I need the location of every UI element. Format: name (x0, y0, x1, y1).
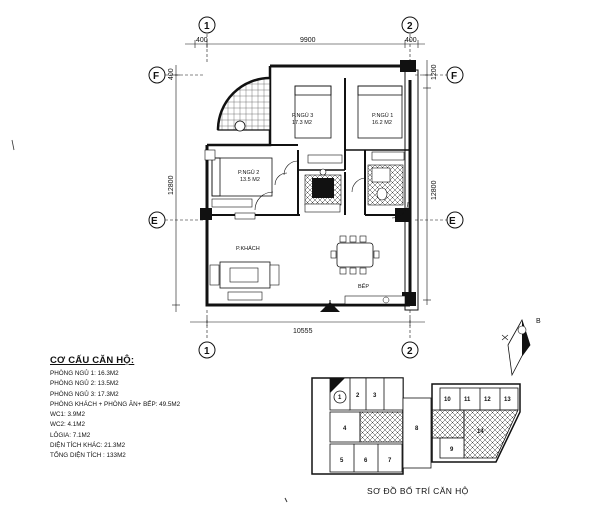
axis-label-f-right: F (451, 71, 457, 82)
armchair-right (269, 264, 280, 286)
axis-label-e-right: E (449, 216, 456, 227)
bathtub-icon (304, 203, 341, 213)
toilet-icon-2 (376, 187, 388, 201)
bed-bedroom-3 (294, 85, 332, 139)
key-unit-5: 5 (340, 458, 344, 464)
key-unit-2: 2 (356, 393, 360, 399)
room-area-bedroom-2: 13.5 M2 (240, 177, 260, 183)
dim-top-total: 9900 (300, 37, 316, 44)
legend-item: PHÒNG NGỦ 2: 13.5M2 (50, 380, 119, 388)
wardrobe-bedroom-3 (307, 154, 343, 164)
coffee-table (229, 267, 259, 283)
key-unit-6: 6 (364, 458, 368, 464)
key-unit-1: 1 (338, 395, 342, 401)
room-area-bedroom-3: 17.3 M2 (292, 120, 312, 126)
wardrobe-bedroom-1 (371, 151, 405, 161)
sofa (219, 261, 271, 289)
bedroom-2 (204, 149, 288, 220)
column-e1 (200, 208, 212, 220)
legend-item: PHÒNG NGỦ 1: 16.3M2 (50, 370, 119, 377)
key-unit-7: 7 (388, 458, 392, 464)
legend-item: PHÒNG KHÁCH + PHÒNG ĂN+ BẾP: 49.5M2 (50, 400, 181, 408)
axis-bubbles (148, 16, 464, 359)
logia-plant-icon (234, 120, 246, 132)
wc-1 (304, 168, 342, 213)
living-room (209, 235, 406, 312)
entrance-arrow-icon (320, 302, 340, 312)
shower-icon (371, 167, 391, 183)
dim-right-height: 12800 (431, 180, 438, 200)
room-name-kitchen: BẾP (358, 283, 369, 290)
legend-item: DIỆN TÍCH KHÁC: 21.3M2 (50, 442, 126, 450)
key-unit-8: 8 (415, 426, 419, 432)
scan-mark (11, 139, 15, 151)
corner-column (400, 60, 416, 72)
toilet-icon (319, 168, 327, 176)
room-name-living: P.KHÁCH (236, 245, 260, 252)
nightstand-icon (204, 149, 216, 161)
column-e2 (395, 208, 409, 222)
dim-top-right: 400 (405, 37, 417, 44)
dim-bottom-total: 10555 (293, 328, 313, 335)
key-unit-9: 9 (450, 447, 454, 453)
compass-icon (501, 319, 531, 377)
legend-item: WC1: 3.9M2 (50, 411, 85, 419)
room-name-bedroom-2: P.NGỦ 2 (238, 169, 259, 176)
column-bottom-right (402, 292, 416, 306)
legend-item: LÔGIA: 7.1M2 (50, 431, 91, 439)
legend-item: WC2: 4.1M2 (50, 421, 85, 429)
room-area-bedroom-1: 16.2 M2 (372, 120, 392, 126)
wc-2 (351, 164, 404, 206)
key-plan (311, 377, 521, 475)
bed-bedroom-2 (211, 157, 273, 197)
dim-top-left: 400 (196, 37, 208, 44)
key-unit-10: 10 (444, 397, 451, 403)
door-swing-icon (254, 191, 274, 211)
axis-label-2-top: 2 (407, 21, 413, 32)
apartment-area-legend: CƠ CẤU CĂN HỘ: PHÒNG NGỦ 1: 16.3M2 PHÒNG… (50, 355, 270, 462)
legend-item: PHÒNG NGỦ 3: 17.3M2 (50, 390, 119, 398)
tv-cabinet (227, 291, 263, 301)
key-unit-14: 14 (477, 429, 484, 435)
armchair-left (209, 264, 220, 286)
room-name-bedroom-1: P.NGỦ 1 (372, 112, 393, 119)
dining-table (336, 242, 374, 268)
shower-tray-icon (312, 178, 334, 198)
wardrobe-bedroom-2 (211, 198, 253, 208)
key-unit-12: 12 (484, 397, 491, 403)
key-unit-labels: 1 2 3 4 5 6 7 8 9 10 11 12 13 14 (338, 393, 511, 464)
dim-right-upper: 1200 (431, 64, 438, 80)
compass-north-label: B (536, 318, 541, 325)
legend-item: TỔNG DIỆN TÍCH : 133M2 (50, 452, 126, 460)
bedroom-3 (283, 85, 343, 176)
dim-left-height: 12800 (168, 175, 175, 195)
room-name-bedroom-3: P.NGỦ 3 (292, 112, 313, 119)
key-plan-caption: SƠ ĐỒ BỐ TRÍ CĂN HỘ (367, 486, 469, 496)
scan-mark-bottom (284, 497, 288, 503)
axis-label-1-top: 1 (204, 21, 210, 32)
axis-label-f-left: F (153, 71, 159, 82)
legend-title: CƠ CẤU CĂN HỘ: (50, 355, 135, 366)
key-unit-11: 11 (464, 397, 471, 403)
key-unit-3: 3 (373, 393, 377, 399)
logia-curved-rail (216, 76, 271, 131)
stove-icon (382, 296, 390, 304)
axis-label-e-left: E (151, 216, 158, 227)
key-unit-4: 4 (343, 426, 347, 432)
key-unit-1-marker (333, 390, 347, 404)
key-unit-13: 13 (504, 397, 511, 403)
dining-chairs (330, 235, 380, 275)
bed-bedroom-1 (357, 85, 403, 139)
kitchen-counter (344, 295, 406, 305)
bedroom-1 (357, 85, 409, 219)
dimension-lines (165, 34, 447, 340)
axis-label-2-bottom: 2 (407, 346, 413, 357)
sideboard-icon (234, 212, 256, 220)
axis-label-1-bottom: 1 (204, 346, 210, 357)
dim-left-upper: 400 (168, 68, 175, 80)
